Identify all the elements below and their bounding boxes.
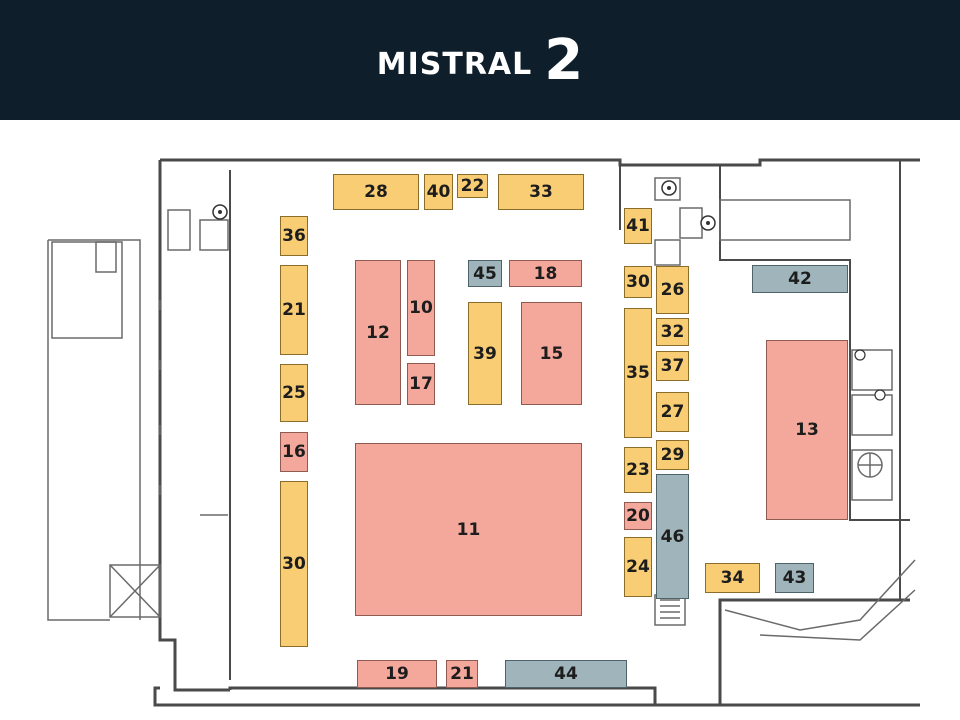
- booth-39[interactable]: 39: [468, 302, 502, 405]
- booth-10[interactable]: 10: [407, 260, 435, 356]
- booth-45[interactable]: 45: [468, 260, 502, 287]
- booth-28[interactable]: 28: [333, 174, 419, 210]
- annex-walls: [47, 177, 916, 641]
- floor-plan-walls: [47, 158, 920, 707]
- booth-30-west[interactable]: 30: [280, 481, 308, 647]
- title-word: MISTRAL: [376, 46, 533, 82]
- title-number: 2: [544, 27, 584, 93]
- booth-30-east[interactable]: 30: [624, 266, 652, 298]
- booth-25[interactable]: 25: [280, 364, 308, 422]
- booth-23[interactable]: 23: [624, 447, 652, 493]
- booth-41[interactable]: 41: [624, 208, 652, 244]
- booth-44[interactable]: 44: [505, 660, 627, 688]
- booth-12[interactable]: 12: [355, 260, 401, 405]
- booth-19[interactable]: 19: [357, 660, 437, 688]
- booth-33[interactable]: 33: [498, 174, 584, 210]
- booth-20[interactable]: 20: [624, 502, 652, 530]
- booth-36[interactable]: 36: [280, 216, 308, 256]
- booth-21-south[interactable]: 21: [446, 660, 478, 688]
- booth-29[interactable]: 29: [656, 440, 689, 470]
- booth-11[interactable]: 11: [355, 443, 582, 616]
- wheelchair-icon: [212, 180, 886, 401]
- floor-plan: 28 40 22 33 41 36 21 25 16 30 12 10 17 4…: [0, 120, 960, 720]
- booth-21-west[interactable]: 21: [280, 265, 308, 355]
- booth-17[interactable]: 17: [407, 363, 435, 405]
- booth-13[interactable]: 13: [766, 340, 848, 520]
- outer-walls: [153, 158, 920, 707]
- booth-24[interactable]: 24: [624, 537, 652, 597]
- booth-43[interactable]: 43: [775, 563, 814, 593]
- booth-37[interactable]: 37: [656, 351, 689, 381]
- booth-35[interactable]: 35: [624, 308, 652, 438]
- header-bar: [0, 0, 960, 120]
- booth-42[interactable]: 42: [752, 265, 848, 293]
- booth-40[interactable]: 40: [424, 174, 453, 210]
- booth-26[interactable]: 26: [656, 266, 689, 314]
- booth-22[interactable]: 22: [457, 174, 488, 198]
- booth-18[interactable]: 18: [509, 260, 582, 287]
- booth-16[interactable]: 16: [280, 432, 308, 472]
- booth-32[interactable]: 32: [656, 318, 689, 346]
- booth-27[interactable]: 27: [656, 392, 689, 432]
- booth-34[interactable]: 34: [705, 563, 760, 593]
- booth-15[interactable]: 15: [521, 302, 582, 405]
- page-title: MISTRAL 2: [0, 0, 960, 120]
- booth-46[interactable]: 46: [656, 474, 689, 599]
